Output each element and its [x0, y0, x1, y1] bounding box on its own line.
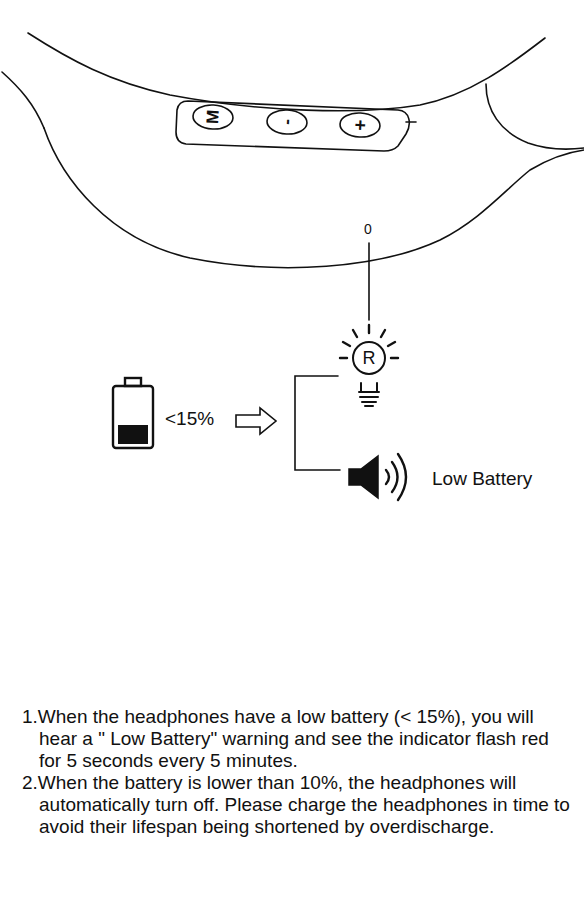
bulb-base — [359, 383, 379, 406]
minus-button — [266, 109, 307, 135]
button-panel — [176, 101, 409, 151]
battery-icon — [113, 386, 153, 448]
panel-edge — [406, 121, 416, 123]
button-label: M — [204, 109, 222, 124]
plus-button — [339, 112, 380, 138]
band-right-edge — [486, 84, 584, 149]
band-top-edge — [28, 33, 545, 111]
leader-line — [368, 243, 370, 320]
mode-button — [192, 104, 233, 130]
battery-terminal — [125, 378, 141, 386]
indicator-bulb: R — [352, 341, 386, 375]
instruction-block: 1.When the headphones have a low battery… — [22, 706, 570, 838]
indicator-callout: 0 — [364, 222, 372, 236]
speaker-icon — [349, 456, 378, 498]
band-left-edge — [2, 72, 44, 128]
sound-waves — [386, 454, 406, 500]
bulb-letter: R — [363, 349, 376, 367]
voice-prompt: Low Battery — [432, 469, 532, 488]
hollow-arrow — [236, 408, 276, 434]
instruction-text: 1.When the headphones have a low battery… — [22, 706, 570, 772]
button-label: + — [350, 119, 370, 131]
button-label: - — [278, 119, 295, 126]
battery-charge-level — [118, 425, 148, 444]
instruction-text: 2.When the battery is lower than 10%, th… — [22, 772, 570, 838]
battery-threshold: <15% — [165, 409, 214, 428]
bracket — [295, 376, 340, 470]
